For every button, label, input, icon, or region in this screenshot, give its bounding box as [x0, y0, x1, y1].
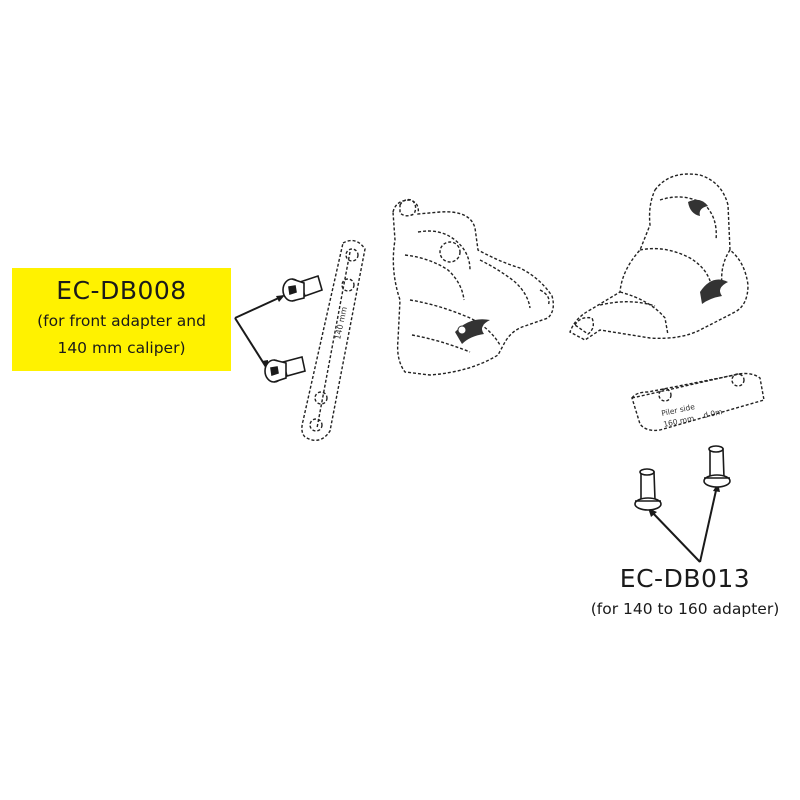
callout-highlight [12, 268, 231, 371]
part-number: EC-DB008 [56, 276, 187, 305]
caliper-logo-icon [455, 319, 490, 344]
leader-lines-ec-db008 [234, 295, 284, 368]
adapter-marking: 140 mm [333, 306, 349, 341]
bolt-icon [703, 445, 731, 488]
part-number: EC-DB013 [619, 564, 751, 593]
bolt-icon [282, 274, 323, 302]
bolt-icon [634, 468, 662, 511]
arrowhead [276, 295, 285, 302]
adapter-140-160: Piler side 160 mm d 0m [631, 372, 765, 432]
callout-ec-db013: EC-DB013 (for 140 to 160 adapter) [570, 562, 800, 623]
part-description: 140 mm caliper) [57, 339, 186, 357]
leader-lines-ec-db013 [649, 485, 718, 563]
part-description: (for 140 to 160 adapter) [590, 600, 780, 618]
adapter-marking: d 0m [703, 407, 724, 420]
caliper-logo-icon [688, 199, 728, 304]
caliper-rear [569, 173, 749, 341]
caliper-front [392, 198, 555, 376]
flat-mount-adapter: 140 mm [301, 239, 366, 442]
bolt-icon [264, 356, 306, 383]
part-description: (for front adapter and [37, 312, 206, 330]
callout-ec-db008: EC-DB008 (for front adapter and 140 mm c… [12, 268, 231, 371]
